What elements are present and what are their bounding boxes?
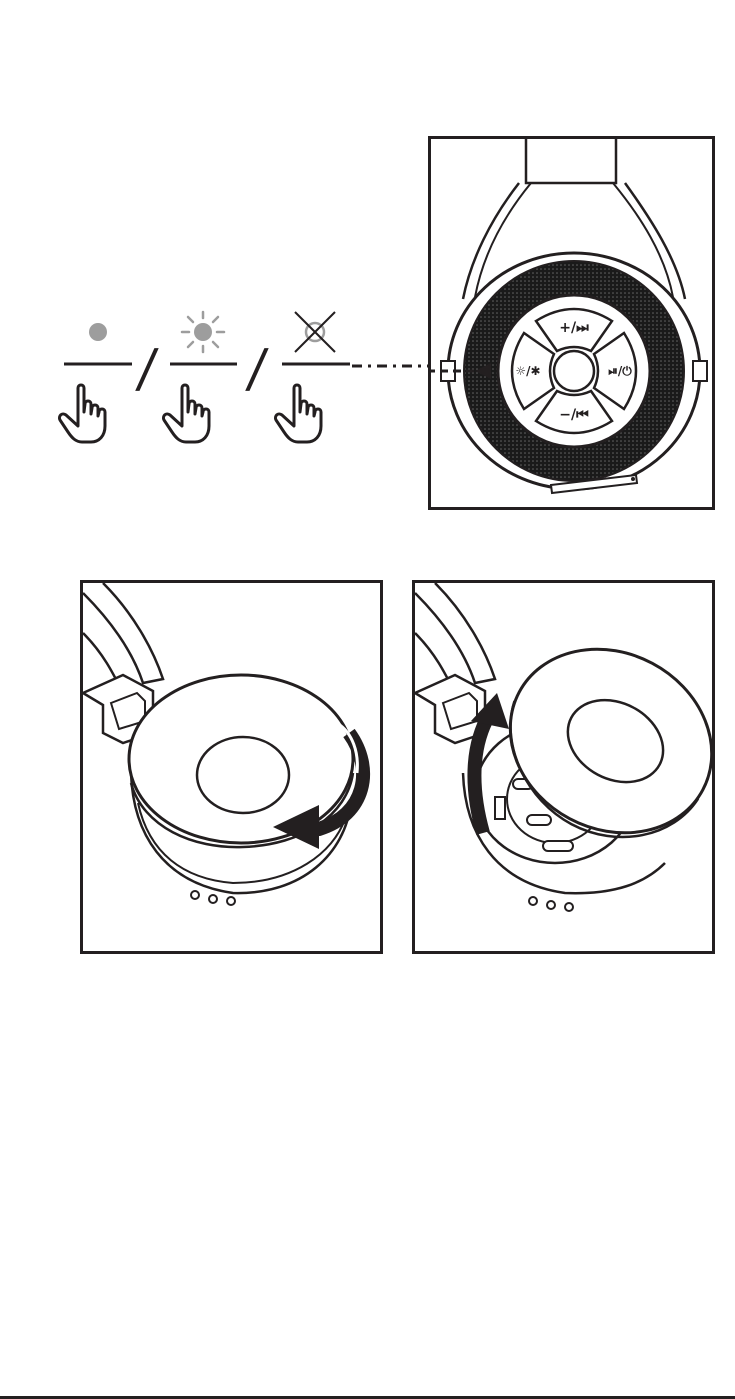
led-flash-icon	[182, 312, 224, 352]
port-hole	[565, 903, 573, 911]
play-power-label: ⏯/⏻	[608, 364, 632, 378]
mount-slot	[527, 815, 551, 825]
port-hole	[547, 901, 555, 909]
cushion-opening	[197, 737, 289, 813]
port-hole	[529, 897, 537, 905]
separator-slash: /	[244, 339, 270, 399]
port-hole	[209, 895, 217, 903]
headband	[415, 583, 495, 683]
earcup-controls-panel: +/⏭ −/⏮ ☼/✱ ⏯/⏻	[428, 136, 715, 510]
volume-down-label: −/⏮	[559, 407, 589, 423]
light-bluetooth-label: ☼/✱	[515, 364, 540, 378]
mount-slot	[543, 841, 573, 851]
press-hand-icon	[59, 385, 105, 442]
press-hand-icon	[163, 385, 209, 442]
led-dot-icon	[89, 323, 107, 341]
center-hub	[554, 351, 594, 391]
led-off-icon	[295, 312, 335, 352]
mount-tab	[495, 797, 505, 819]
port-hole	[191, 891, 199, 899]
remove-cushion-panel	[412, 580, 715, 954]
rotate-cushion-illustration	[83, 583, 383, 954]
earcup-illustration: +/⏭ −/⏮ ☼/✱ ⏯/⏻	[431, 139, 715, 510]
port-hole	[227, 897, 235, 905]
volume-up-label: +/⏭	[559, 320, 589, 336]
separator-slash: /	[134, 339, 160, 399]
remove-cushion-illustration	[415, 583, 715, 954]
rotate-cushion-panel	[80, 580, 383, 954]
headband	[526, 139, 616, 183]
headband	[83, 583, 163, 683]
press-hand-icon	[275, 385, 321, 442]
